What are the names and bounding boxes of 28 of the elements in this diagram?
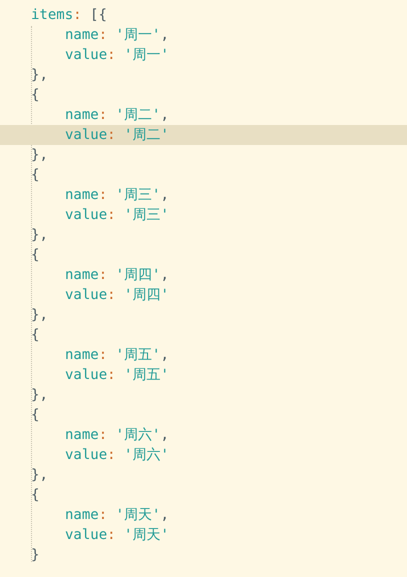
code-line: { — [31, 486, 40, 505]
code-line: { — [31, 86, 40, 105]
code-line: }, — [31, 146, 48, 165]
code-line: }, — [31, 386, 48, 405]
code-line: name: '周四', — [65, 266, 169, 285]
code-line: value: '周四' — [65, 286, 169, 305]
code-line: name: '周三', — [65, 186, 169, 205]
code-line: value: '周五' — [65, 366, 169, 385]
code-line: value: '周天' — [65, 526, 169, 545]
code-line: { — [31, 326, 40, 345]
code-line: { — [31, 166, 40, 185]
code-line: } — [31, 546, 40, 565]
code-line: name: '周二', — [65, 106, 169, 125]
code-line: items: [{ — [31, 6, 107, 25]
code-line: { — [31, 246, 40, 265]
code-line: name: '周天', — [65, 506, 169, 525]
code-line: { — [31, 406, 40, 425]
code-line: value: '周三' — [65, 206, 169, 225]
code-line: value: '周二' — [65, 126, 169, 145]
code-line: }, — [31, 306, 48, 325]
code-line: }, — [31, 226, 48, 245]
code-line: }, — [31, 466, 48, 485]
code-line: name: '周六', — [65, 426, 169, 445]
code-line: name: '周五', — [65, 346, 169, 365]
code-line: value: '周一' — [65, 46, 169, 65]
code-line: }, — [31, 66, 48, 85]
code-line: value: '周六' — [65, 446, 169, 465]
code-line: name: '周一', — [65, 26, 169, 45]
